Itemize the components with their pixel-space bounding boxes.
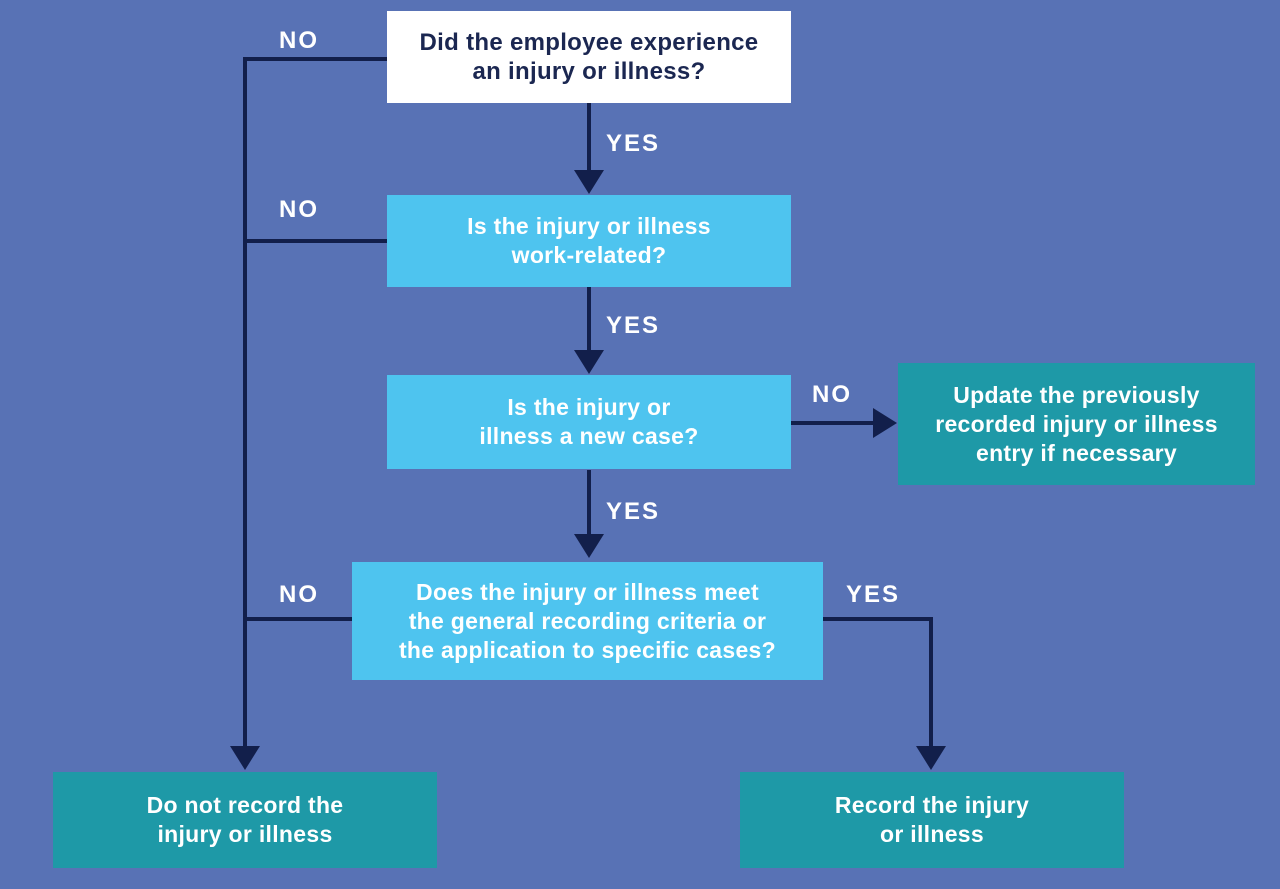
connector-no-work-related-horizontal: [243, 239, 387, 243]
node-text-line: Record the injury: [834, 792, 1030, 818]
node-work-related-question: Is the injury or illness work-related?: [387, 195, 791, 287]
node-text-line: Update the previously: [953, 381, 1200, 408]
connector-no-new-case-horizontal: [791, 421, 875, 425]
edge-label-yes-start: YES: [606, 130, 661, 157]
arrowhead-down-icon: [230, 746, 260, 770]
node-text-line: entry if necessary: [975, 439, 1177, 466]
edge-label-no-criteria: NO: [279, 581, 319, 608]
node-new-case-question: Is the injury or illness a new case?: [387, 375, 791, 469]
connector-yes-criteria-vertical: [929, 617, 933, 748]
arrowhead-down-icon: [574, 170, 604, 194]
edge-label-yes-new-case: YES: [606, 498, 661, 525]
node-text-line: Is the injury or: [507, 394, 671, 420]
connector-no-start-horizontal: [243, 57, 387, 61]
node-text-line: Is the injury or illness: [467, 213, 711, 239]
node-text-line: the general recording criteria or: [408, 607, 767, 634]
node-text-line: Does the injury or illness meet: [416, 578, 759, 605]
arrowhead-down-icon: [916, 746, 946, 770]
node-record-outcome: Record the injury or illness: [740, 772, 1124, 868]
connector-yes-criteria-horizontal: [823, 617, 933, 621]
arrowhead-right-icon: [873, 408, 897, 438]
edge-label-no-start: NO: [279, 27, 319, 54]
edge-label-yes-work-related: YES: [606, 312, 661, 339]
edge-label-yes-criteria: YES: [846, 581, 901, 608]
arrowhead-down-icon: [574, 534, 604, 558]
connector-yes-start-vertical: [587, 103, 591, 173]
node-text-line: Do not record the: [146, 792, 344, 818]
node-text-line: the application to specific cases?: [398, 636, 777, 663]
node-criteria-question: Does the injury or illness meet the gene…: [352, 562, 823, 680]
edge-label-no-work-related: NO: [279, 196, 319, 223]
node-text-line: an injury or illness?: [472, 58, 706, 85]
connector-no-rail-vertical: [243, 57, 247, 748]
node-update-outcome: Update the previously recorded injury or…: [898, 363, 1255, 485]
node-text-line: recorded injury or illness: [935, 410, 1218, 437]
node-do-not-record-outcome: Do not record the injury or illness: [53, 772, 437, 868]
arrowhead-down-icon: [574, 350, 604, 374]
node-text-line: work-related?: [511, 242, 667, 268]
connector-yes-work-related-vertical: [587, 287, 591, 353]
node-start-question: Did the employee experience an injury or…: [387, 11, 791, 103]
edge-label-no-new-case: NO: [812, 381, 852, 408]
connector-no-criteria-horizontal: [243, 617, 353, 621]
node-text-line: Did the employee experience: [419, 29, 759, 56]
node-text-line: injury or illness: [157, 821, 333, 847]
node-text-line: illness a new case?: [479, 423, 699, 449]
node-text-line: or illness: [880, 821, 984, 847]
connector-yes-new-case-vertical: [587, 470, 591, 536]
